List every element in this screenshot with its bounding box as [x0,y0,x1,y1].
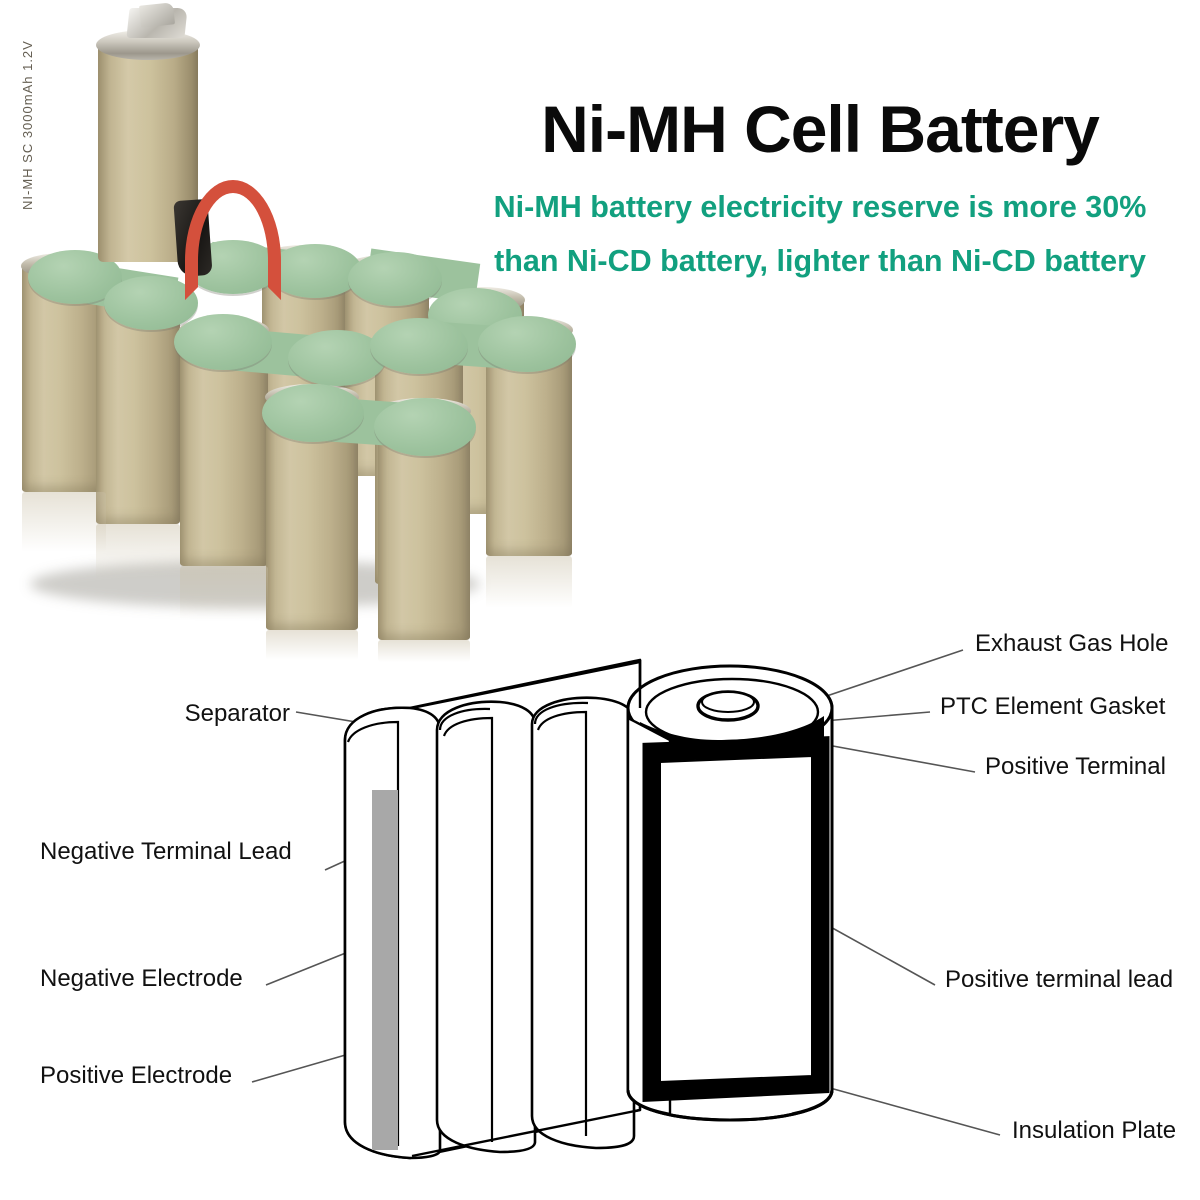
cell-cap [288,330,386,386]
sheet-2 [435,700,537,1154]
cell-cap [268,244,362,298]
cell-cap [262,384,364,442]
cell-cap [374,398,476,456]
cell-cap [174,314,272,370]
battery-pack-photo: NI-MH SC 3000mAh 1.2V [0,0,600,662]
label-insulation-plate: Insulation Plate [1012,1117,1177,1144]
cell-body [96,292,180,524]
cell-cutaway-diagram: Separator Negative Terminal Lead Negativ… [0,590,1200,1200]
pack-reflection [266,630,358,660]
pack-reflection [378,640,470,662]
perspective-lines [411,660,642,1158]
jelly-roll-inner [659,754,813,1084]
cell-cap [104,276,198,330]
insulation-plate [651,1080,821,1096]
page-title: Ni-MH Cell Battery [541,92,1100,166]
cell-can [626,664,834,1122]
subtitle-line-2: than Ni-CD battery, lighter than Ni-CD b… [494,243,1146,278]
subtitle-line-1: Ni-MH battery electricity reserve is mor… [493,190,1147,225]
negative-terminal-lead-strip [372,790,398,1150]
leader-positive-terminal-lead [817,919,936,986]
label-positive-electrode: Positive Electrode [40,1062,233,1089]
pack-reflection [22,492,106,552]
label-negative-electrode: Negative Electrode [40,965,243,992]
pack-reflection [96,524,180,580]
label-exhaust-gas-hole: Exhaust Gas Hole [975,630,1169,657]
sheet-3 [530,696,636,1150]
pack-reflection [180,566,268,620]
sheet-fold-lines [346,701,589,1146]
cell-print-label: NI-MH SC 3000mAh 1.2V [20,40,35,210]
label-positive-terminal: Positive Terminal [985,753,1166,780]
label-separator: Separator [184,700,290,727]
exhaust-gas-hole-inner [701,691,755,713]
cutaway-svg [251,649,1001,1160]
nickel-tab-flag [138,2,176,28]
label-positive-terminal-lead: Positive terminal lead [945,966,1174,993]
label-ptc-element-gasket: PTC Element Gasket [940,693,1166,720]
cell-cap [370,318,468,374]
header-block: Ni-MH Cell Battery Ni-MH battery electri… [470,92,1170,278]
cell-cap [348,252,442,306]
ptc-element-gasket-band [640,716,824,742]
insulation-plate-edge [626,1089,834,1122]
pack-reflection [486,556,572,608]
red-lead-wire [185,180,281,300]
label-negative-terminal-lead: Negative Terminal Lead [40,838,292,865]
leader-insulation-plate [829,1087,1001,1136]
cell-cap [478,316,576,372]
